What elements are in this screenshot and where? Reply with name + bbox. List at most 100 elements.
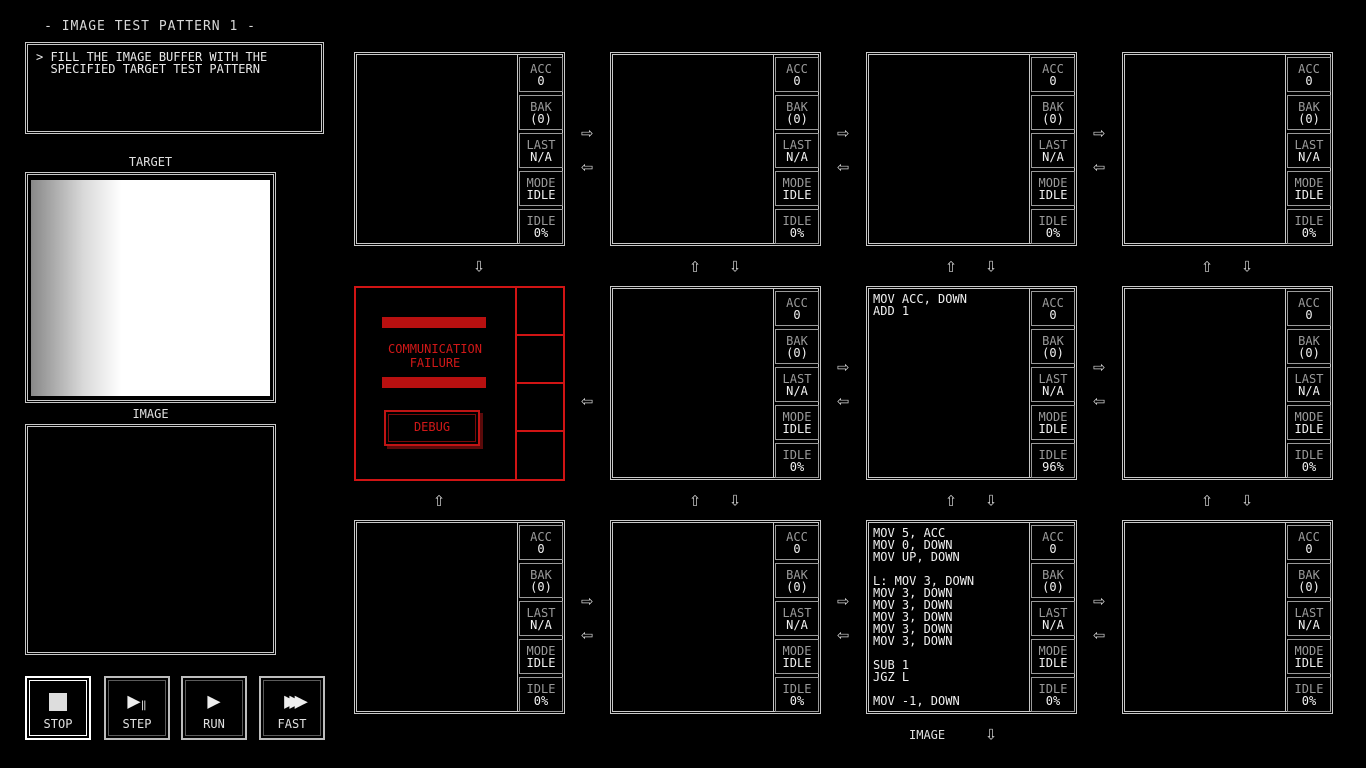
arrow-up-icon: ⇧ xyxy=(688,253,702,277)
mode-register-value: IDLE xyxy=(1294,422,1324,436)
acc-register-value: 0 xyxy=(793,74,801,88)
arrow-right-icon: ⇨ xyxy=(1092,354,1106,378)
idle-register-value: 0% xyxy=(1045,694,1061,708)
idle-register-name: IDLE xyxy=(1038,682,1068,696)
run-label: RUN xyxy=(203,717,225,731)
arrow-left-icon: ⇦ xyxy=(1092,622,1106,646)
last-register-value: N/A xyxy=(1042,384,1064,398)
last-register-name: LAST xyxy=(1038,606,1068,620)
arrow-right-icon: ⇨ xyxy=(836,588,850,612)
bak-register: BAK(0) xyxy=(1287,563,1331,598)
target-image-panel xyxy=(25,172,276,403)
idle-register-value: 0% xyxy=(1301,226,1317,240)
acc-register-name: ACC xyxy=(786,296,808,310)
step-label: STEP xyxy=(122,717,152,731)
arrow-left-icon: ⇦ xyxy=(836,154,850,178)
node-code-editor[interactable] xyxy=(613,289,773,477)
arrow-left-icon: ⇦ xyxy=(580,388,594,412)
arrow-right-icon: ⇨ xyxy=(836,120,850,144)
node-code-editor[interactable] xyxy=(1125,55,1285,243)
step-button[interactable]: ▶‖ STEP xyxy=(104,676,170,740)
fast-button[interactable]: ▶▶▶ FAST xyxy=(259,676,325,740)
bak-register: BAK(0) xyxy=(1031,95,1075,130)
last-register-name: LAST xyxy=(1294,372,1324,386)
mode-register-value: IDLE xyxy=(1038,422,1068,436)
node-code-editor[interactable] xyxy=(1125,523,1285,711)
bak-register: BAK(0) xyxy=(775,329,819,364)
arrow-right-icon: ⇨ xyxy=(580,120,594,144)
acc-register-name: ACC xyxy=(786,530,808,544)
acc-register-value: 0 xyxy=(1049,542,1057,556)
arrow-down-icon: ⇩ xyxy=(984,487,998,511)
idle-register-name: IDLE xyxy=(1038,448,1068,462)
mode-register-value: IDLE xyxy=(1038,656,1068,670)
mode-register-name: MODE xyxy=(526,644,556,658)
idle-register-name: IDLE xyxy=(782,682,812,696)
bak-register-value: (0) xyxy=(1042,580,1064,594)
node-code-editor[interactable] xyxy=(613,523,773,711)
error-bar-top xyxy=(382,317,486,328)
idle-register-value: 0% xyxy=(533,694,549,708)
arrow-left-icon: ⇦ xyxy=(580,154,594,178)
run-button[interactable]: ▶ RUN xyxy=(181,676,247,740)
node-code-editor[interactable] xyxy=(357,523,517,711)
acc-register-value: 0 xyxy=(537,542,545,556)
arrow-down-icon: ⇩ xyxy=(1240,487,1254,511)
debug-button[interactable]: DEBUG xyxy=(384,410,480,446)
mode-register-name: MODE xyxy=(1294,176,1324,190)
last-register-value: N/A xyxy=(530,618,552,632)
acc-register-name: ACC xyxy=(1042,296,1064,310)
stop-icon xyxy=(27,690,89,717)
node-code-editor[interactable] xyxy=(357,55,517,243)
node-code-editor[interactable]: MOV ACC, DOWN ADD 1 xyxy=(873,292,967,318)
idle-register-name: IDLE xyxy=(1294,214,1324,228)
bak-register-value: (0) xyxy=(1298,580,1320,594)
mode-register-value: IDLE xyxy=(782,422,812,436)
acc-register-name: ACC xyxy=(1042,62,1064,76)
stop-button[interactable]: STOP xyxy=(25,676,91,740)
output-image-panel xyxy=(25,424,276,655)
last-register-value: N/A xyxy=(786,618,808,632)
mode-register-name: MODE xyxy=(782,410,812,424)
node-code-editor[interactable] xyxy=(1125,289,1285,477)
idle-register-value: 0% xyxy=(789,694,805,708)
arrow-down-icon: ⇩ xyxy=(1240,253,1254,277)
acc-register-name: ACC xyxy=(530,62,552,76)
arrow-right-icon: ⇨ xyxy=(1092,120,1106,144)
idle-register-value: 0% xyxy=(1301,460,1317,474)
node-code-editor[interactable] xyxy=(869,55,1029,243)
acc-register-value: 0 xyxy=(537,74,545,88)
arrow-down-icon: ⇩ xyxy=(984,253,998,277)
idle-register-name: IDLE xyxy=(526,682,556,696)
error-bar-bottom xyxy=(382,377,486,388)
last-register-name: LAST xyxy=(1294,606,1324,620)
node-code-editor[interactable] xyxy=(613,55,773,243)
bak-register-name: BAK xyxy=(786,568,808,582)
node-code-editor[interactable]: MOV 5, ACC MOV 0, DOWN MOV UP, DOWN L: M… xyxy=(873,526,975,708)
bak-register: BAK(0) xyxy=(1287,95,1331,130)
image-label: IMAGE xyxy=(132,407,169,421)
